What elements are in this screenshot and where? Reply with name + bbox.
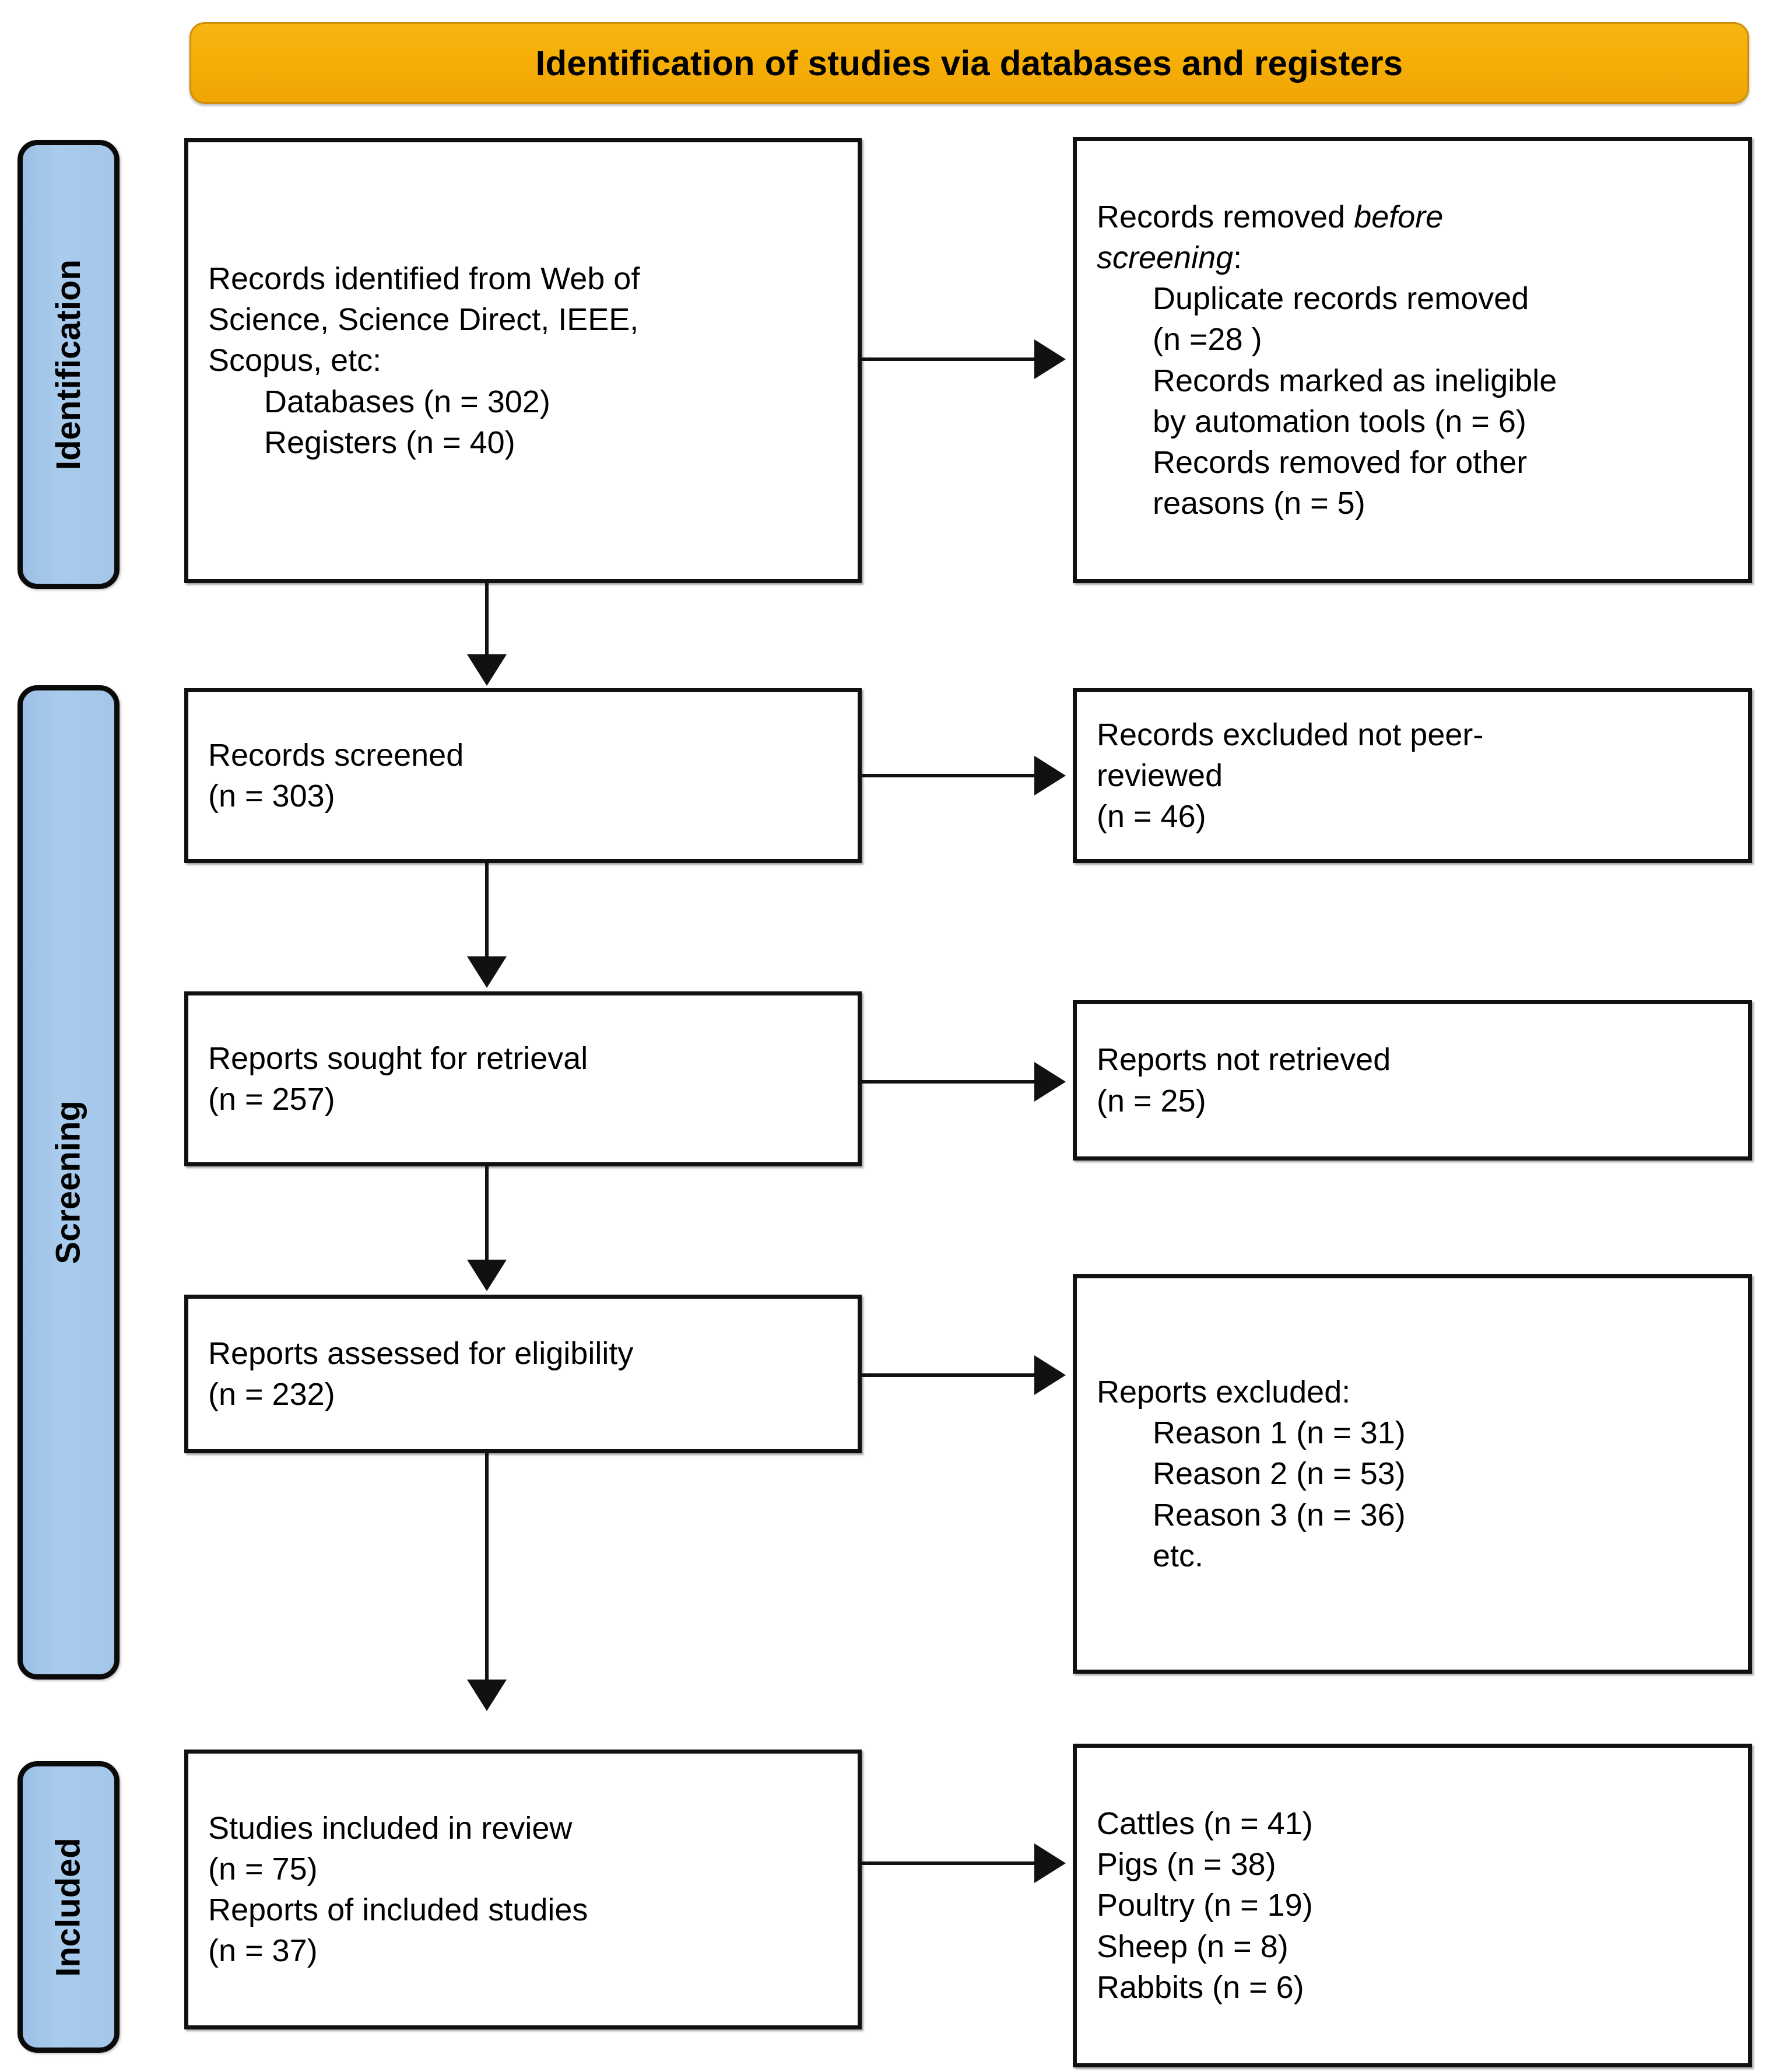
connector-screened-to-sought-arrow: [467, 956, 507, 988]
records-removed-line-1: Records removed before: [1097, 197, 1728, 237]
connector-assessed-to-included-arrow: [467, 1680, 507, 1711]
records-identified-databases-count: Databases (n = 302): [264, 384, 550, 419]
box-studies-included-in-review: Studies included in review (n = 75) Repo…: [184, 1750, 862, 2029]
diagram-header-banner: Identification of studies via databases …: [189, 22, 1749, 104]
box-reports-excluded: Reports excluded: Reason 1 (n = 31) Reas…: [1073, 1274, 1752, 1674]
page-title: Identification of studies via databases …: [535, 43, 1403, 83]
records-removed-other-count: reasons (n = 5): [1153, 486, 1365, 521]
connector-sought-to-assessed-line: [485, 1166, 489, 1260]
box-reports-assessed-for-eligibility: Reports assessed for eligibility (n = 23…: [184, 1295, 862, 1453]
reports-of-included-studies-label: Reports of included studies: [208, 1892, 588, 1927]
records-excluded-peer-count: (n = 46): [1097, 799, 1206, 835]
records-screened-count: (n = 303): [208, 779, 335, 814]
reports-excluded-etc: etc.: [1153, 1538, 1204, 1573]
records-identified-line-3: Scopus, etc:: [208, 343, 382, 378]
stage-tab-included-label: Included: [50, 1837, 87, 1977]
reports-assessed-label: Reports assessed for eligibility: [208, 1335, 634, 1371]
reports-not-retrieved-count: (n = 25): [1097, 1083, 1206, 1119]
connector-sought-to-not-retrieved-line: [862, 1080, 1034, 1084]
duplicate-records-removed-label: Duplicate records removed: [1153, 281, 1529, 317]
reports-sought-count: (n = 257): [208, 1082, 335, 1117]
studies-included-label: Studies included in review: [208, 1810, 573, 1846]
connector-sought-to-not-retrieved-arrow: [1034, 1062, 1066, 1102]
connector-assessed-to-included-line: [485, 1453, 489, 1680]
records-removed-line-2-italic: screening: [1097, 240, 1234, 275]
records-removed-other-label: Records removed for other: [1153, 444, 1528, 480]
reports-assessed-count: (n = 232): [208, 1377, 335, 1412]
reports-sought-label: Reports sought for retrieval: [208, 1040, 588, 1076]
records-removed-line-2: screening:: [1097, 237, 1728, 278]
reports-of-included-studies-count: (n = 37): [208, 1933, 318, 1969]
stage-tab-identification-label: Identification: [50, 259, 88, 470]
records-removed-line-1-prefix: Records removed: [1097, 199, 1354, 234]
connector-included-to-species-line: [862, 1861, 1034, 1865]
reports-excluded-reason-2: Reason 2 (n = 53): [1153, 1456, 1406, 1492]
connector-screened-to-sought-line: [485, 863, 489, 956]
connector-identified-to-removed-arrow: [1034, 339, 1066, 379]
records-identified-line-2: Science, Science Direct, IEEE,: [208, 302, 639, 338]
records-identified-line-1: Records identified from Web of: [208, 261, 640, 297]
box-species-breakdown: Cattles (n = 41) Pigs (n = 38) Poultry (…: [1073, 1744, 1752, 2067]
records-ineligible-automation-label: Records marked as ineligible: [1153, 363, 1557, 398]
species-cattles-count: Cattles (n = 41): [1097, 1806, 1313, 1842]
reports-excluded-heading: Reports excluded:: [1097, 1375, 1351, 1410]
connector-screened-to-excluded-arrow: [1034, 756, 1066, 795]
reports-not-retrieved-label: Reports not retrieved: [1097, 1042, 1391, 1078]
connector-assessed-to-excluded-line: [862, 1373, 1034, 1377]
box-records-excluded-not-peer-reviewed: Records excluded not peer- reviewed (n =…: [1073, 688, 1752, 863]
box-reports-not-retrieved: Reports not retrieved (n = 25): [1073, 1000, 1752, 1161]
connector-identified-to-screened-arrow: [467, 654, 507, 686]
records-ineligible-automation-count: by automation tools (n = 6): [1153, 404, 1526, 439]
reports-excluded-reason-1: Reason 1 (n = 31): [1153, 1415, 1406, 1451]
species-rabbits-count: Rabbits (n = 6): [1097, 1969, 1304, 2005]
connector-assessed-to-excluded-arrow: [1034, 1355, 1066, 1395]
records-excluded-peer-line-1: Records excluded not peer-: [1097, 717, 1484, 752]
connector-identified-to-screened-line: [485, 583, 489, 654]
connector-identified-to-removed-line: [862, 357, 1034, 361]
stage-tab-identification: Identification: [17, 140, 120, 589]
species-pigs-count: Pigs (n = 38): [1097, 1847, 1276, 1882]
box-reports-sought-for-retrieval: Reports sought for retrieval (n = 257): [184, 991, 862, 1166]
records-removed-line-2-suffix: :: [1233, 240, 1242, 275]
stage-tab-screening: Screening: [17, 685, 120, 1680]
species-sheep-count: Sheep (n = 8): [1097, 1929, 1289, 1964]
duplicate-records-removed-count: (n =28 ): [1153, 322, 1262, 357]
box-records-removed-before-screening: Records removed before screening: Duplic…: [1073, 137, 1752, 583]
records-screened-label: Records screened: [208, 737, 464, 773]
records-excluded-peer-line-2: reviewed: [1097, 758, 1223, 793]
box-records-screened: Records screened (n = 303): [184, 688, 862, 863]
records-identified-registers-count: Registers (n = 40): [264, 425, 515, 460]
connector-included-to-species-arrow: [1034, 1843, 1066, 1883]
studies-included-count: (n = 75): [208, 1851, 318, 1887]
records-removed-line-1-italic: before: [1354, 199, 1444, 234]
stage-tab-included: Included: [17, 1761, 120, 2053]
reports-excluded-reason-3: Reason 3 (n = 36): [1153, 1497, 1406, 1533]
stage-tab-screening-label: Screening: [50, 1100, 87, 1264]
connector-screened-to-excluded-line: [862, 774, 1034, 777]
connector-sought-to-assessed-arrow: [467, 1260, 507, 1291]
box-records-identified: Records identified from Web of Science, …: [184, 138, 862, 583]
species-poultry-count: Poultry (n = 19): [1097, 1888, 1313, 1923]
